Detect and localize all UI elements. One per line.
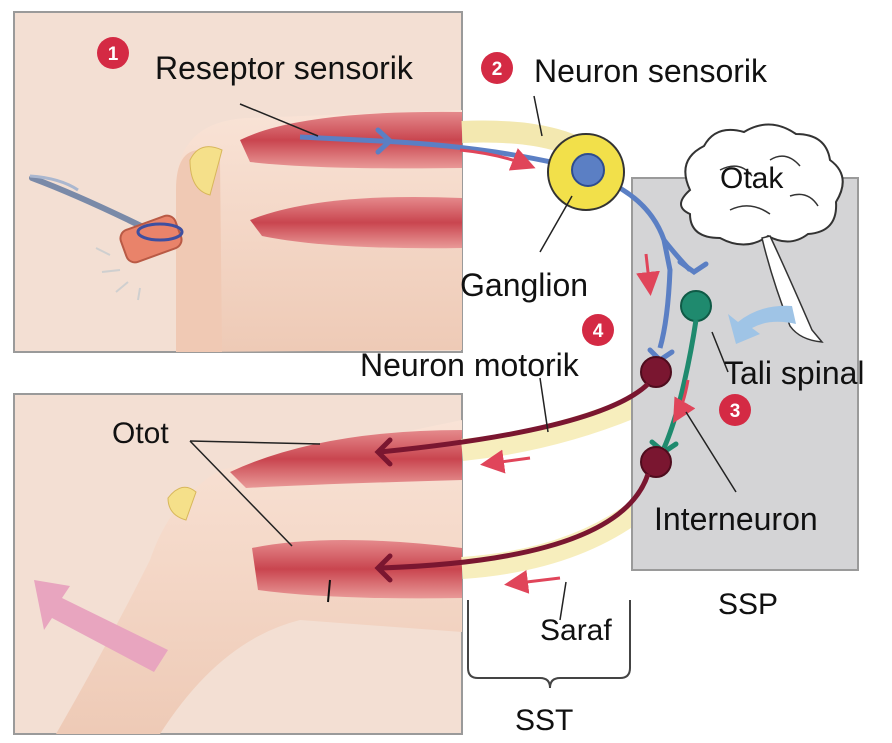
ssp-label: SSP bbox=[718, 588, 778, 621]
ganglion bbox=[548, 134, 624, 210]
svg-text:2: 2 bbox=[492, 59, 503, 80]
interneuron-label: Interneuron bbox=[654, 501, 818, 537]
otak-label: Otak bbox=[720, 162, 784, 195]
step-badge-3: 3 bbox=[719, 394, 751, 426]
neuron-sensorik-label: Neuron sensorik bbox=[534, 53, 768, 89]
step-badge-2: 2 bbox=[481, 52, 513, 84]
neuron-motorik-label: Neuron motorik bbox=[360, 347, 580, 383]
tali-spinal-label: Tali spinal bbox=[724, 355, 865, 391]
sst-label: SST bbox=[515, 704, 573, 737]
reseptor-sensorik-label: Reseptor sensorik bbox=[155, 50, 414, 86]
otot-label: Otot bbox=[112, 417, 169, 450]
saraf-label: Saraf bbox=[540, 614, 612, 647]
ganglion-label: Ganglion bbox=[460, 267, 588, 303]
step-badge-4: 4 bbox=[582, 314, 614, 346]
bottom-leg-panel bbox=[14, 394, 462, 734]
svg-text:1: 1 bbox=[108, 44, 119, 65]
hamstring-muscle-bottom bbox=[252, 540, 462, 598]
svg-text:4: 4 bbox=[593, 321, 604, 342]
svg-text:3: 3 bbox=[730, 401, 741, 422]
step-badge-1: 1 bbox=[97, 37, 129, 69]
